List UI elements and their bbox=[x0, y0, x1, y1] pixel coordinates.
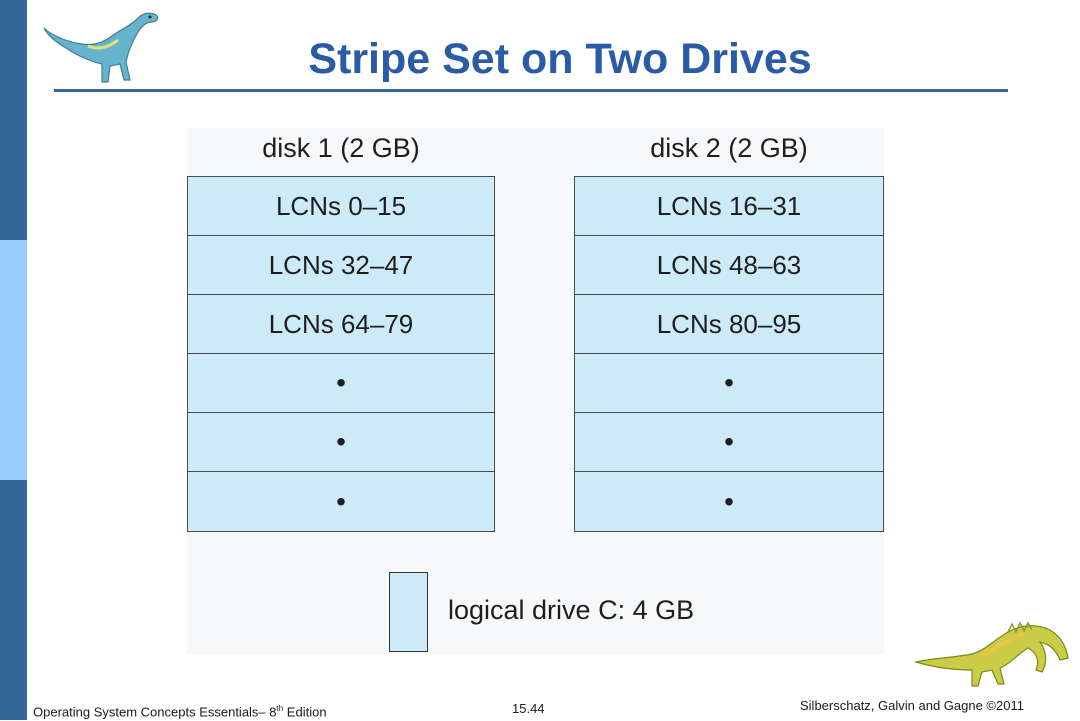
dinosaur-logo-icon bbox=[43, 12, 159, 83]
disk-1-header: disk 1 (2 GB) bbox=[262, 133, 420, 163]
side-bar-highlight bbox=[0, 240, 27, 480]
slide-title: Stripe Set on Two Drives bbox=[308, 35, 812, 83]
disk-2-ellipsis-block: • bbox=[575, 472, 883, 531]
disk-1-column: LCNs 0–15 LCNs 32–47 LCNs 64–79 • • • bbox=[187, 176, 495, 532]
disk-2-block: LCNs 16–31 bbox=[575, 177, 883, 236]
disk-2-header: disk 2 (2 GB) bbox=[650, 133, 808, 163]
footer-book-title: Operating System Concepts Essentials– 8t… bbox=[33, 700, 327, 721]
disk-2-ellipsis-block: • bbox=[575, 413, 883, 472]
disk-2-ellipsis-block: • bbox=[575, 354, 883, 413]
legend-swatch bbox=[389, 572, 428, 652]
footer-page-number: 15.44 bbox=[512, 701, 545, 716]
disk-1-block: LCNs 0–15 bbox=[188, 177, 494, 236]
disk-2-block: LCNs 80–95 bbox=[575, 295, 883, 354]
disk-2-column: LCNs 16–31 LCNs 48–63 LCNs 80–95 • • • bbox=[574, 176, 884, 532]
footer-edition-label: Edition bbox=[283, 704, 327, 720]
legend-label: logical drive C: 4 GB bbox=[448, 595, 695, 625]
disk-1-ellipsis-block: • bbox=[188, 472, 494, 531]
footer-edition-superscript: th bbox=[276, 704, 284, 713]
left-side-bar bbox=[0, 0, 27, 720]
footer-copyright: Silberschatz, Galvin and Gagne ©2011 bbox=[800, 698, 1024, 713]
disk-2-block: LCNs 48–63 bbox=[575, 236, 883, 295]
disk-1-ellipsis-block: • bbox=[188, 354, 494, 413]
disk-1-ellipsis-block: • bbox=[188, 413, 494, 472]
dinosaur-footer-icon bbox=[913, 621, 1069, 687]
footer-book-title-text: Operating System Concepts Essentials– 8 bbox=[33, 704, 277, 720]
disk-1-block: LCNs 32–47 bbox=[188, 236, 494, 295]
disk-1-block: LCNs 64–79 bbox=[188, 295, 494, 354]
title-divider bbox=[54, 89, 1008, 92]
